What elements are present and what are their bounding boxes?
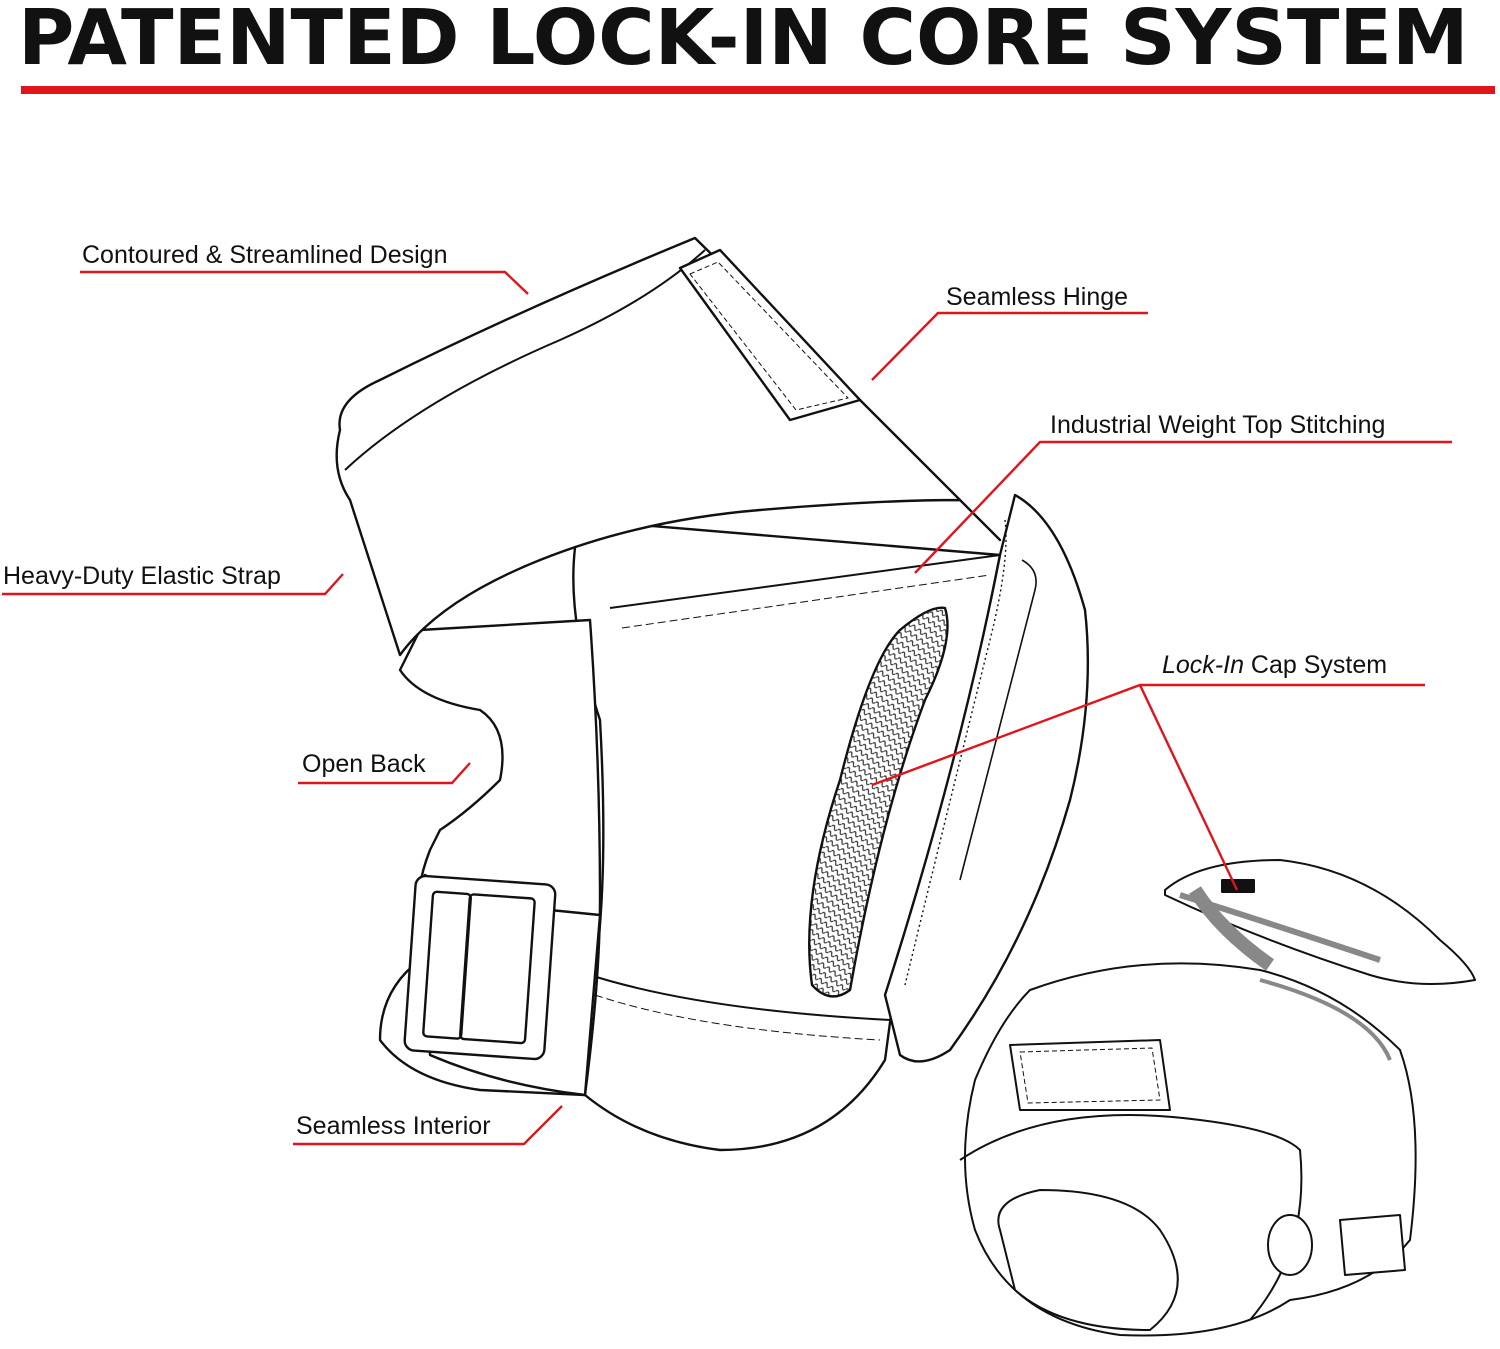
callout-lock-in-rest: Cap System [1243, 651, 1388, 679]
inset-opening [997, 1189, 1179, 1331]
leader-open-back [298, 762, 471, 785]
inset-knee-pad [959, 859, 1476, 1337]
callout-seamless-hinge: Seamless Hinge [946, 283, 1129, 311]
callout-contoured-design: Contoured & Streamlined Design [82, 241, 448, 269]
callout-open-back: Open Back [302, 750, 426, 778]
callout-lock-in-italic: Lock-In [1162, 651, 1244, 679]
callout-seamless-interior: Seamless Interior [296, 1112, 491, 1140]
mesh-panel [808, 606, 949, 998]
callout-lock-in-cap: Lock-In Cap System [1162, 650, 1387, 680]
leader-stitching [914, 440, 1452, 574]
main-knee-pad [335, 236, 1090, 1152]
title-underline [21, 86, 1495, 94]
leader-lock-in [871, 683, 1425, 891]
leader-contoured [80, 270, 529, 295]
callout-elastic-strap: Heavy-Duty Elastic Strap [3, 562, 281, 590]
page-title: PATENTED LOCK-IN CORE SYSTEM [18, 0, 1469, 83]
leader-elastic-strap [2, 573, 344, 596]
velcro-tab [678, 248, 862, 422]
upper-band [335, 236, 1002, 657]
callout-top-stitching: Industrial Weight Top Stitching [1050, 411, 1386, 439]
buckle [403, 874, 557, 1061]
leader-seamless-interior [293, 1105, 563, 1146]
leader-seamless-hinge [871, 311, 1148, 381]
callout-leaders [2, 270, 1452, 1146]
